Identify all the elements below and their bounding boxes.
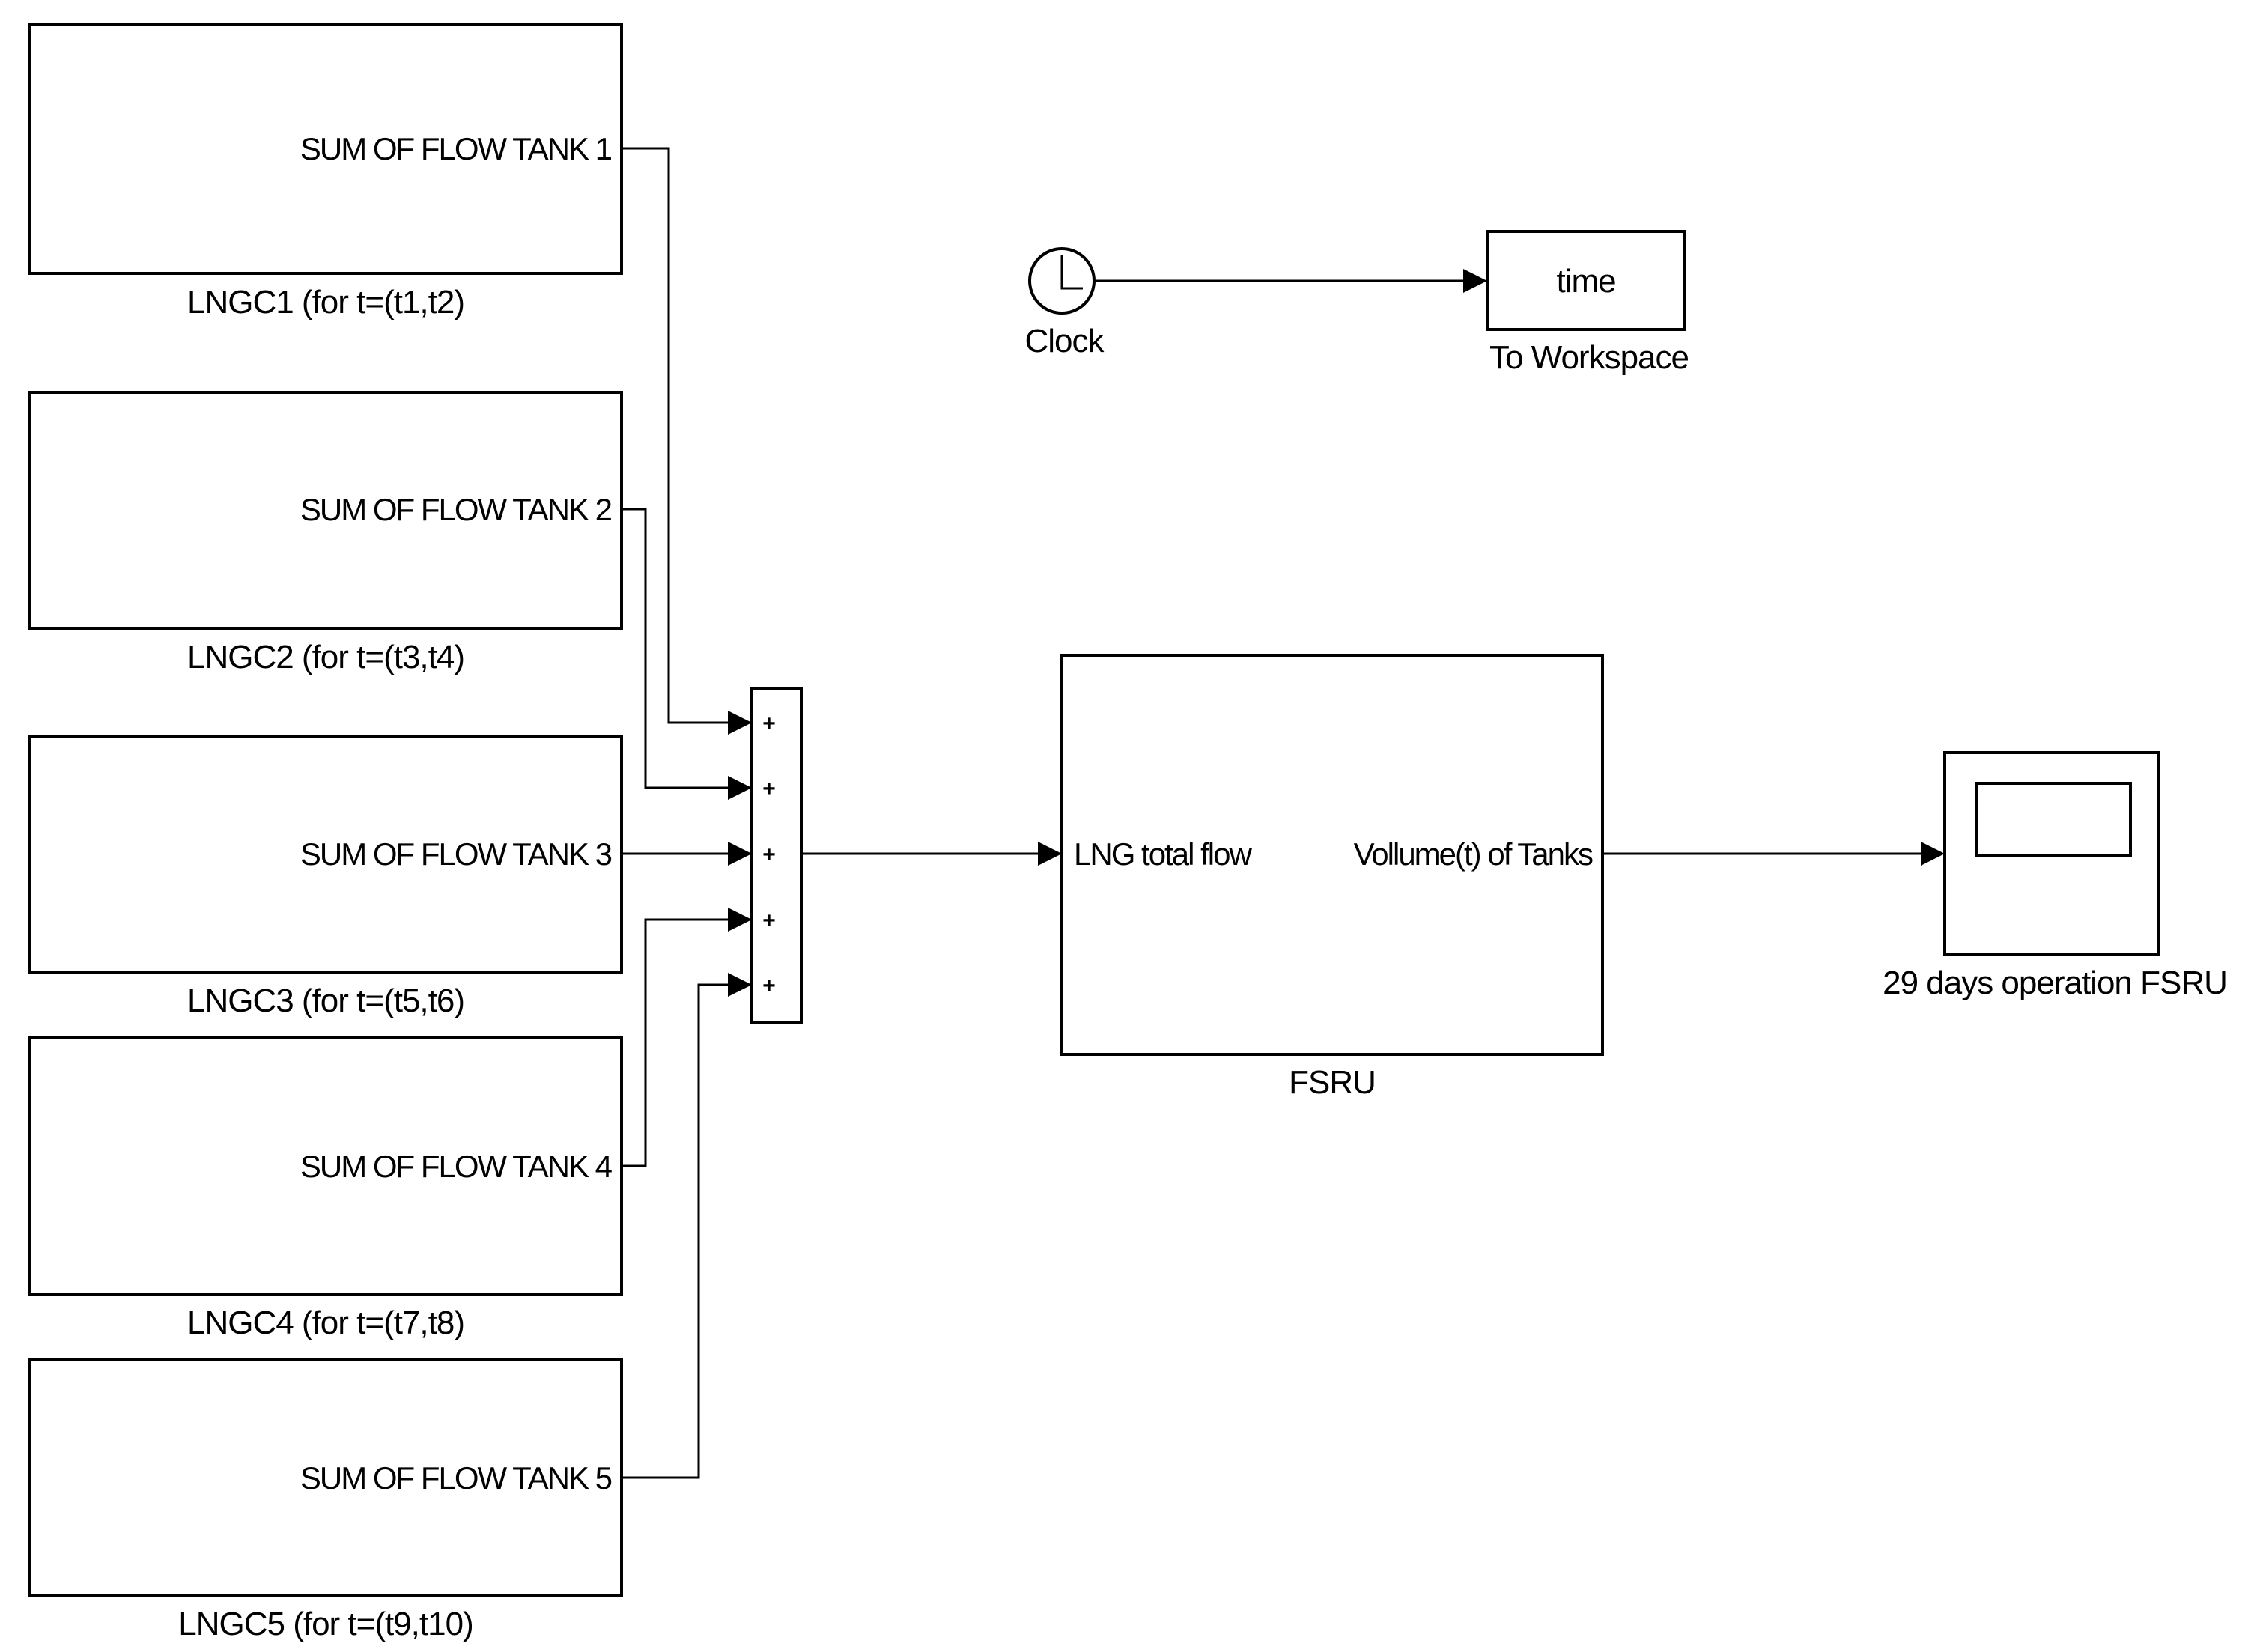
- lngc-3-output-port-label: SUM OF FLOW TANK 3: [300, 836, 612, 872]
- lngc-3-frame[interactable]: [28, 735, 623, 974]
- lngc-block-5[interactable]: SUM OF FLOW TANK 5 LNGC5 (for t=(t9,t10): [28, 1358, 623, 1642]
- lngc-5-frame[interactable]: [28, 1358, 623, 1597]
- arrow-head-scope-in: [1921, 842, 1945, 866]
- to-workspace-frame[interactable]: [1486, 230, 1686, 331]
- fsru-input-port-label: LNG total flow: [1074, 836, 1252, 872]
- arrow-head-sum-in-3: [728, 842, 752, 866]
- lngc-2-frame[interactable]: [28, 391, 623, 630]
- lngc-5-output-port-label: SUM OF FLOW TANK 5: [300, 1460, 612, 1495]
- fsru-frame[interactable]: [1060, 654, 1604, 1056]
- lngc-1-output-port-label: SUM OF FLOW TANK 1: [300, 131, 612, 166]
- clock-hands-icon: [1060, 255, 1083, 290]
- sum-sign-2: +: [762, 777, 776, 801]
- arrow-head-workspace-in: [1463, 269, 1487, 293]
- lngc-4-block-name: LNGC4 (for t=(t7,t8): [187, 1305, 464, 1341]
- fsru-block[interactable]: LNG total flow Vollume(t) of Tanks FSRU: [1060, 654, 1604, 1101]
- wire-tank1-to-sum: [622, 147, 728, 724]
- lngc-block-1[interactable]: SUM OF FLOW TANK 1 LNGC1 (for t=(t1,t2): [28, 23, 623, 321]
- sum-sign-1: +: [762, 711, 776, 736]
- lngc-block-2[interactable]: SUM OF FLOW TANK 2 LNGC2 (for t=(t3,t4): [28, 391, 623, 675]
- wire-tank2-to-sum: [622, 508, 728, 789]
- to-workspace-block-name: To Workspace: [1489, 339, 1689, 376]
- lngc-4-output-port-label: SUM OF FLOW TANK 4: [300, 1149, 613, 1184]
- lngc-4-frame[interactable]: [28, 1036, 623, 1296]
- arrow-head-sum-in-2: [728, 776, 752, 800]
- lngc-block-4[interactable]: SUM OF FLOW TANK 4 LNGC4 (for t=(t7,t8): [28, 1036, 623, 1341]
- to-workspace-block[interactable]: time To Workspace: [1486, 230, 1689, 376]
- fsru-block-name: FSRU: [1289, 1064, 1376, 1101]
- lngc-1-frame[interactable]: [28, 23, 623, 275]
- sum-sign-5: +: [762, 974, 776, 998]
- to-workspace-variable-name: time: [1556, 263, 1615, 300]
- clock-block-name: Clock: [1024, 323, 1105, 359]
- lngc-2-output-port-label: SUM OF FLOW TANK 2: [300, 492, 612, 527]
- lngc-block-3[interactable]: SUM OF FLOW TANK 3 LNGC3 (for t=(t5,t6): [28, 735, 623, 1019]
- scope-block[interactable]: 29 days operation FSRU: [1883, 751, 2228, 1001]
- lngc-5-block-name: LNGC5 (for t=(t9,t10): [178, 1606, 473, 1642]
- sum-sign-3: +: [762, 842, 776, 867]
- sum-sign-4: +: [762, 908, 776, 933]
- lngc-2-block-name: LNGC2 (for t=(t3,t4): [187, 639, 464, 675]
- arrow-head-fsru-in: [1038, 842, 1062, 866]
- arrow-head-sum-in-4: [728, 908, 752, 932]
- wire-tank4-to-sum: [622, 918, 728, 1167]
- lngc-1-block-name: LNGC1 (for t=(t1,t2): [187, 284, 464, 321]
- wire-tank5-to-sum: [622, 983, 728, 1479]
- scope-screen-icon: [1975, 782, 2132, 857]
- sum-block-frame[interactable]: [750, 687, 803, 1024]
- sum-block[interactable]: + + + + +: [750, 687, 803, 1024]
- clock-block[interactable]: Clock: [1024, 247, 1106, 359]
- lngc-3-block-name: LNGC3 (for t=(t5,t6): [187, 983, 464, 1019]
- arrow-head-sum-in-1: [728, 711, 752, 735]
- fsru-output-port-label: Vollume(t) of Tanks: [1354, 836, 1593, 872]
- scope-block-name: 29 days operation FSRU: [1883, 965, 2227, 1001]
- signal-lines: [622, 147, 1945, 1479]
- arrow-head-sum-in-5: [728, 973, 752, 997]
